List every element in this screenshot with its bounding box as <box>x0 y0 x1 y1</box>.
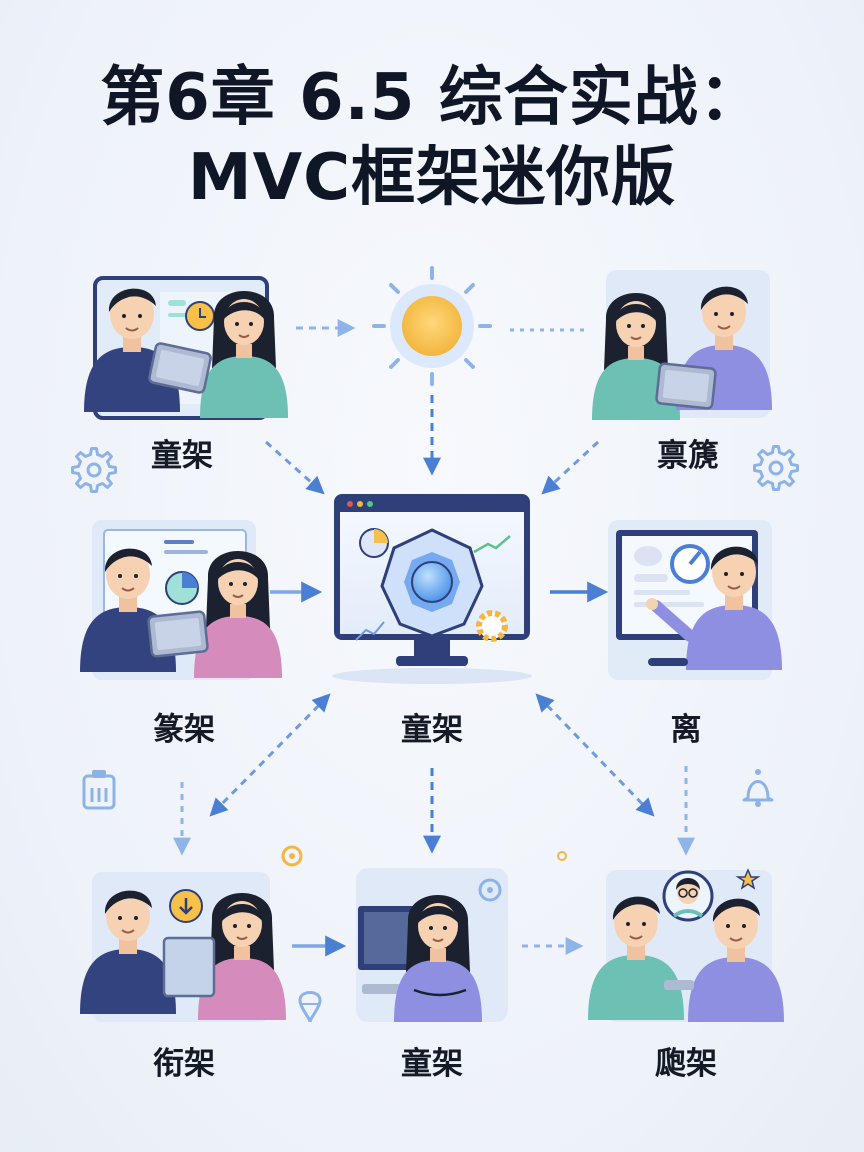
people-with-avatar-icon <box>587 870 785 1023</box>
node-bottom-left <box>79 872 287 1022</box>
arrow-top-left-to-center <box>265 440 325 495</box>
pin-icon <box>298 991 322 1023</box>
label-mid-right: 离 <box>670 712 702 748</box>
sun-icon <box>372 266 492 386</box>
dot-decoration <box>557 851 567 861</box>
target-icon <box>281 845 303 867</box>
node-bottom-right <box>587 870 785 1023</box>
node-bottom-center <box>356 868 508 1023</box>
label-bottom-left: 衔架 <box>153 1046 215 1082</box>
label-bottom-center: 童架 <box>401 1046 463 1082</box>
label-center: 童架 <box>401 712 463 748</box>
page-title: 第6章 6.5 综合实战： MVC框架迷你版 <box>0 58 864 218</box>
people-with-tablet-icon <box>591 270 773 421</box>
title-line-2: MVC框架迷你版 <box>187 141 677 215</box>
person-at-computer-icon <box>356 868 508 1023</box>
clipboard-icon <box>82 770 116 810</box>
arrow-center-bottom-left <box>209 693 331 817</box>
label-top-right: 禀篪 <box>657 438 719 474</box>
monitor-core-icon <box>332 494 532 684</box>
label-mid-left: 篆架 <box>153 712 215 748</box>
star-icon <box>735 868 761 890</box>
connectors <box>173 319 695 957</box>
arrow-center-bottom-right <box>535 693 655 817</box>
node-top-left <box>83 276 289 420</box>
people-with-chart-icon <box>79 520 283 680</box>
bell-icon <box>742 769 774 807</box>
people-with-download-icon <box>79 872 287 1022</box>
label-top-left: 童架 <box>151 438 213 474</box>
arrow-top-right-to-center <box>541 440 600 495</box>
node-mid-left <box>79 520 283 680</box>
node-top-right <box>591 270 773 421</box>
label-bottom-right: 瓟架 <box>655 1046 717 1082</box>
node-mid-right <box>608 520 783 680</box>
title-line-1: 第6章 6.5 综合实战： <box>100 61 764 135</box>
presenter-screen-icon <box>608 520 783 680</box>
people-with-tablet-icon <box>83 276 289 420</box>
node-center <box>332 494 532 684</box>
